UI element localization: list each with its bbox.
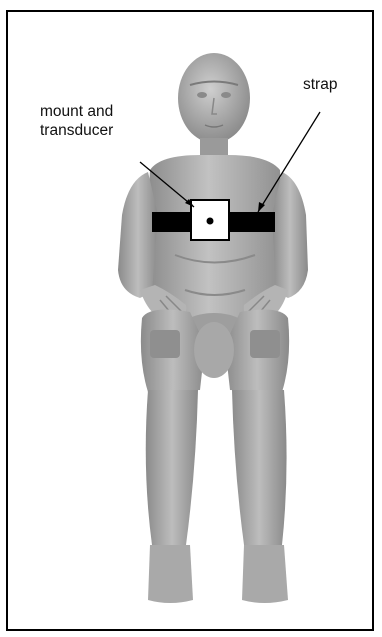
strap-label: strap [303,75,337,94]
mount-transducer-label: mount and transducer [40,102,180,140]
mount-label-line1: mount and [40,102,180,121]
mount-label-line2: transducer [40,121,180,140]
dummy-lower-legs [146,390,288,603]
dummy-head [178,53,250,160]
transducer-mount [191,200,229,240]
